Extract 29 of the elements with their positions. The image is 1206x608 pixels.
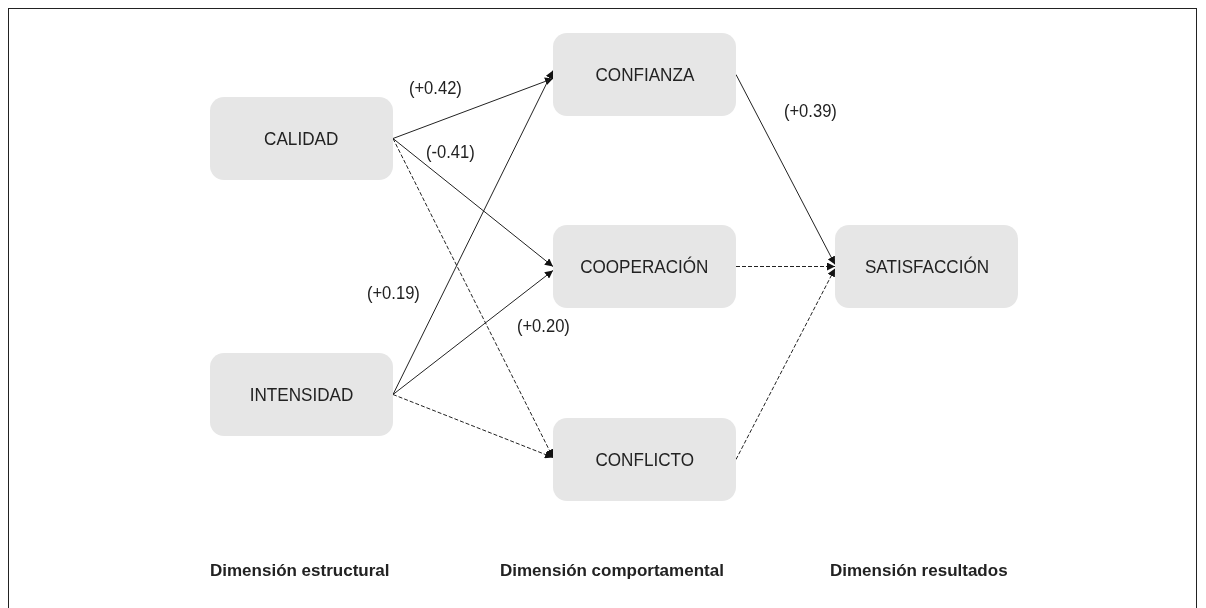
arrow [735, 268, 836, 460]
arrow [392, 77, 554, 139]
arrow [392, 270, 554, 395]
node-label: CONFLICTO [595, 448, 694, 471]
edge-label: (+0.39) [783, 101, 838, 122]
process-box [835, 225, 1018, 308]
node-label: CALIDAD [264, 127, 339, 150]
column-heading: Dimensión comportamental [500, 561, 724, 581]
edge-label: (+0.20) [516, 316, 571, 337]
process-box [553, 418, 736, 501]
edge-label: (-0.41) [425, 142, 476, 163]
process-box [553, 225, 736, 308]
process-box [210, 97, 393, 180]
node-label: COOPERACIÓN [580, 255, 709, 278]
edge-label: (+0.42) [408, 78, 463, 99]
edge-label: (+0.19) [366, 283, 421, 304]
arrow [735, 262, 836, 271]
column-heading: Dimensión resultados [830, 561, 1008, 581]
node-label: SATISFACCIÓN [864, 255, 989, 278]
arrow [735, 74, 836, 265]
arrow [392, 394, 554, 459]
arrow [392, 138, 554, 267]
process-box [210, 353, 393, 436]
column-heading: Dimensión estructural [210, 561, 390, 581]
node-label: CONFIANZA [595, 63, 694, 86]
arrow [392, 138, 554, 458]
arrow [392, 70, 554, 395]
process-box [553, 33, 736, 116]
node-label: INTENSIDAD [249, 383, 354, 406]
